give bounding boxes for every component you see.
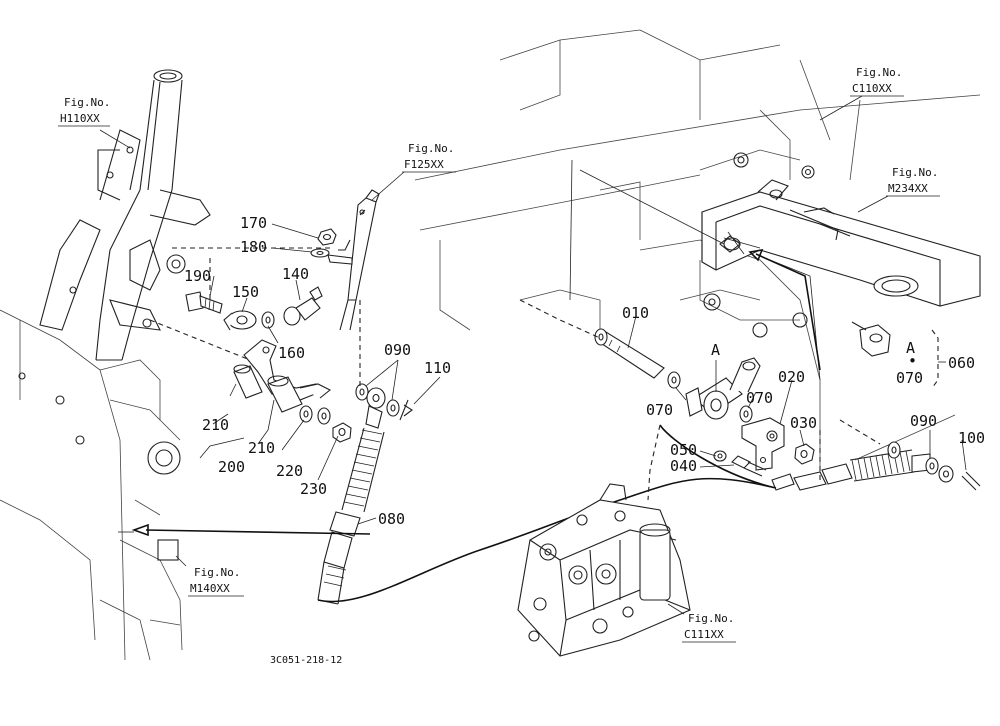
fig-ref-code: C111XX	[684, 628, 724, 641]
fig-ref-m234xx: Fig.No. M234XX	[886, 166, 940, 197]
fig-ref-label: Fig.No.	[194, 566, 240, 579]
fig-ref-c111xx: Fig.No. C111XX	[682, 612, 736, 643]
spring-coils-left	[341, 427, 385, 513]
part-030: 030	[790, 414, 817, 432]
fig-ref-code: M234XX	[888, 182, 928, 195]
part-020: 020	[778, 368, 805, 386]
fig-ref-c110xx: Fig.No. C110XX	[850, 66, 904, 97]
pivot-shaft-assembly	[594, 328, 815, 477]
part-090-left: 090	[384, 341, 411, 359]
detail-mark-dot: •	[908, 352, 917, 370]
leader-lines	[99, 95, 967, 615]
part-210-right: 210	[248, 439, 275, 457]
fig-ref-m140xx: Fig.No. M140XX	[188, 566, 244, 597]
fig-ref-label: Fig.No.	[892, 166, 938, 179]
part-080: 080	[378, 510, 405, 528]
fig-ref-label: Fig.No.	[408, 142, 454, 155]
detail-mark-a-lever: A	[711, 341, 720, 359]
part-200: 200	[218, 458, 245, 476]
fig-ref-code: F125XX	[404, 158, 444, 171]
part-010: 010	[622, 304, 649, 322]
part-110: 110	[424, 359, 451, 377]
part-number-labels: 010 020 030 040 050 060 070 070 070 080 …	[184, 214, 985, 528]
fig-ref-f125xx: Fig.No. F125XX	[402, 142, 456, 173]
fig-ref-label: Fig.No.	[856, 66, 902, 79]
steering-frame-left	[0, 309, 183, 661]
steering-column	[39, 69, 211, 361]
part-210-left: 210	[202, 416, 229, 434]
part-160: 160	[278, 344, 305, 362]
part-190: 190	[184, 267, 211, 285]
part-050: 050	[670, 441, 697, 459]
control-valve	[517, 483, 691, 657]
part-070-lower: 070	[746, 389, 773, 407]
fig-ref-h110xx: Fig.No. H110XX	[58, 96, 110, 127]
part-180: 180	[240, 238, 267, 256]
fig-ref-code: M140XX	[190, 582, 230, 595]
fig-ref-label: Fig.No.	[688, 612, 734, 625]
fig-ref-code: H110XX	[60, 112, 100, 125]
part-090-right: 090	[910, 412, 937, 430]
part-070-upper: 070	[646, 401, 673, 419]
part-220: 220	[276, 462, 303, 480]
drawing-code: 3C051-218-12	[270, 655, 342, 666]
part-100: 100	[958, 429, 985, 447]
right-bracket	[701, 179, 981, 307]
part-230: 230	[300, 480, 327, 498]
part-140: 140	[282, 265, 309, 283]
right-cable	[771, 441, 981, 491]
spring-coils-right	[849, 449, 915, 482]
linkage-parts	[185, 189, 891, 605]
fig-ref-label: Fig.No.	[64, 96, 110, 109]
part-060: 060	[948, 354, 975, 372]
control-cable	[317, 424, 777, 603]
part-170: 170	[240, 214, 267, 232]
part-040: 040	[670, 457, 697, 475]
fig-ref-code: C110XX	[852, 82, 892, 95]
detail-mark-a-bracket: A	[906, 339, 915, 357]
part-150: 150	[232, 283, 259, 301]
part-070-detail: 070	[896, 369, 923, 387]
